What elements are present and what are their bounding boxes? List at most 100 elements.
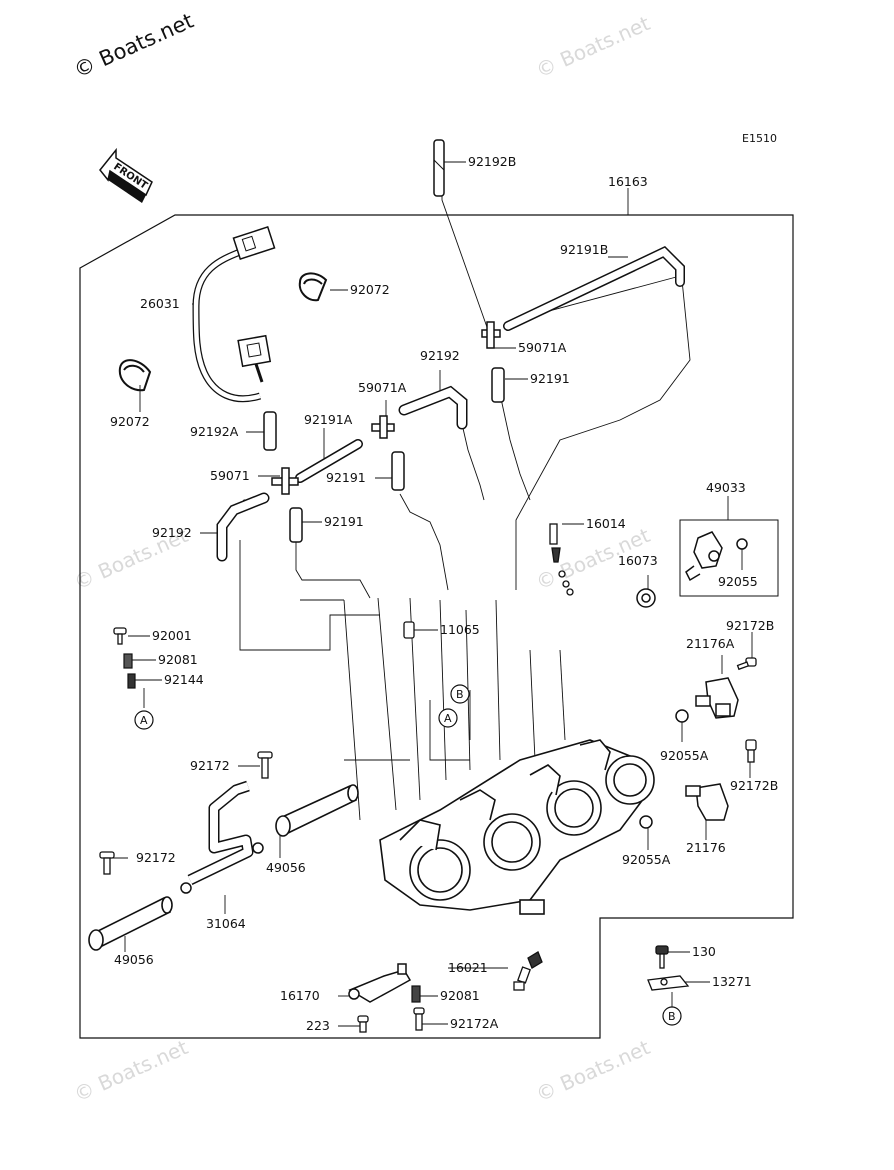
label-49033: 49033 (706, 480, 746, 495)
tee-fitting-59071a-mid (371, 415, 395, 439)
svg-text:© Boats.net: © Boats.net (70, 9, 197, 83)
label-92192-mid: 92192 (420, 348, 460, 363)
label-59071: 59071 (210, 468, 250, 483)
assembly-outline (79, 214, 794, 1039)
label-49056-mid: 49056 (266, 860, 306, 875)
delivery-pipe-49056-low (88, 896, 173, 951)
hose-92192b (433, 139, 445, 197)
bracket-13271 (647, 975, 690, 991)
label-92172a: 92172A (450, 1016, 499, 1031)
hose-92192-mid (398, 385, 468, 430)
label-130: 130 (692, 944, 716, 959)
screw-set-16014 (549, 523, 574, 596)
label-92172-low: 92172 (136, 850, 176, 865)
pipe-31064 (180, 780, 264, 894)
bolt-92172a (413, 1007, 425, 1031)
label-92192-left: 92192 (152, 525, 192, 540)
ref-circle-b-mid: B (450, 684, 470, 704)
screw-223 (357, 1015, 369, 1033)
label-223: 223 (306, 1018, 330, 1033)
label-16073: 16073 (618, 553, 658, 568)
label-16170: 16170 (280, 988, 320, 1003)
wiring-harness-26031 (192, 226, 276, 403)
label-11065: 11065 (440, 622, 480, 637)
hose-92191b (503, 245, 685, 331)
screw-130 (655, 945, 669, 969)
label-92191b: 92191B (560, 242, 608, 257)
label-21176: 21176 (686, 840, 726, 855)
watermark-bottom-right: © Boats.net (532, 1035, 653, 1107)
leader-lines (108, 161, 753, 1027)
clamp-92072-top (298, 272, 328, 302)
cap-11065 (403, 621, 415, 639)
o-ring-92055a-top (675, 709, 689, 723)
diagram-code: E1510 (742, 132, 777, 145)
throttle-body-assembly (379, 739, 655, 915)
ref-circle-a-left: A (134, 710, 154, 730)
label-16163: 16163 (608, 174, 648, 189)
sensor-21176a (695, 677, 739, 719)
label-92191-right: 92191 (530, 371, 570, 386)
svg-text:A: A (140, 714, 148, 727)
label-92172b-low: 92172B (730, 778, 778, 793)
label-92172b-top: 92172B (726, 618, 774, 633)
svg-text:B: B (668, 1010, 676, 1023)
ref-circle-a-mid: A (438, 708, 458, 728)
label-59071a-mid: 59071A (358, 380, 407, 395)
label-92081-left: 92081 (158, 652, 198, 667)
cross-fitting-59071 (271, 467, 299, 495)
label-92001: 92001 (152, 628, 192, 643)
tee-fitting-59071a-right (481, 321, 501, 349)
label-16021: 16021 (448, 960, 488, 975)
hose-92191-low (289, 507, 303, 543)
label-92072-left: 92072 (110, 414, 150, 429)
label-26031: 26031 (140, 296, 180, 311)
ref-bracket-a (429, 700, 470, 761)
o-ring-92055a-low (639, 815, 653, 829)
label-92072-top: 92072 (350, 282, 390, 297)
bolt-92172-low (99, 851, 115, 875)
sensor-kit-49033 (679, 519, 779, 597)
label-92055a-low: 92055A (622, 852, 671, 867)
clamp-92072-left (118, 359, 152, 392)
spring-92081-left (123, 653, 133, 669)
svg-text:© Boats.net: © Boats.net (532, 1035, 653, 1107)
label-59071a-right: 59071A (518, 340, 567, 355)
svg-text:© Boats.net: © Boats.net (532, 11, 653, 83)
svg-text:B: B (456, 688, 464, 701)
spring-92081-low (411, 985, 421, 1003)
label-49056-low: 49056 (114, 952, 154, 967)
label-92055a-top: 92055A (660, 748, 709, 763)
label-92192b: 92192B (468, 154, 516, 169)
screw-16021 (513, 951, 543, 991)
hose-92191-right (491, 367, 505, 403)
bolt-92172b-top (736, 657, 757, 671)
label-92192a: 92192A (190, 424, 239, 439)
hose-92192-left (216, 492, 270, 562)
part-labels: 92192B 16163 92191B 26031 92072 92072 59… (110, 154, 778, 1033)
watermark-top-right: © Boats.net (532, 11, 653, 83)
label-21176a: 21176A (686, 636, 735, 651)
label-92144: 92144 (164, 672, 204, 687)
collar-16073 (636, 588, 656, 608)
watermark-bottom-left: © Boats.net (70, 1035, 191, 1107)
delivery-pipe-49056-mid (275, 784, 359, 837)
spring-92144 (127, 673, 136, 689)
label-13271: 13271 (712, 974, 752, 989)
sensor-21176 (685, 783, 729, 821)
label-92191-mid: 92191 (326, 470, 366, 485)
bolt-92172-top (257, 751, 273, 779)
label-92172-top: 92172 (190, 758, 230, 773)
label-16014: 16014 (586, 516, 626, 531)
lever-16170 (348, 963, 412, 1003)
svg-text:A: A (444, 712, 452, 725)
ref-circle-b-right: B (662, 1006, 682, 1026)
hose-92191-mid (391, 451, 405, 491)
bolt-92172b-low (745, 739, 757, 763)
label-92055: 92055 (718, 574, 758, 589)
screw-92001 (113, 627, 127, 645)
front-arrow: FRONT (99, 147, 153, 203)
label-92191-low: 92191 (324, 514, 364, 529)
hose-92191a (295, 439, 363, 483)
